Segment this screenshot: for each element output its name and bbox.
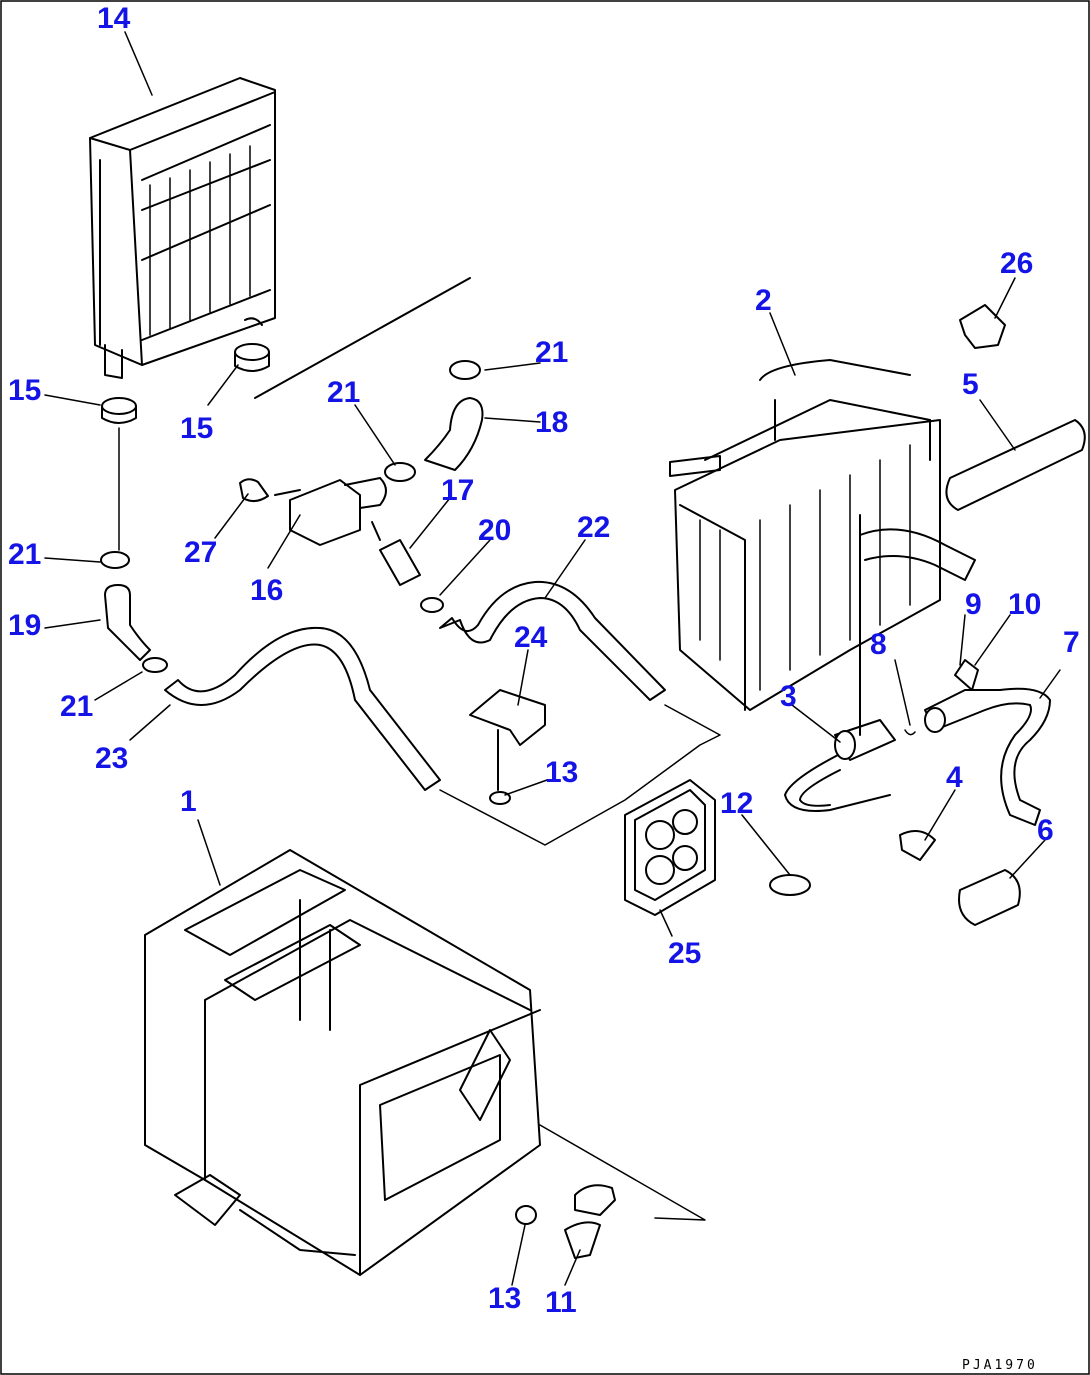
callout-13a: 13 [545, 756, 578, 789]
callout-14: 14 [97, 2, 131, 35]
callout-27: 27 [184, 536, 217, 569]
callout-13b: 13 [488, 1282, 521, 1315]
callout-21d: 21 [535, 336, 568, 369]
callout-21c: 21 [327, 376, 360, 409]
pipe-assembly-part [924, 659, 1051, 826]
insulation-tube-part [945, 419, 1086, 511]
callout-25: 25 [668, 937, 701, 970]
grommet-part [101, 343, 270, 424]
oring-part [904, 729, 916, 736]
heater-core-part [89, 77, 276, 379]
hose-23-part [164, 626, 441, 791]
callout-10: 10 [1008, 588, 1041, 621]
clamp-part [449, 360, 481, 380]
callout-7: 7 [1063, 626, 1080, 659]
expansion-valve-part [784, 719, 896, 812]
callout-17: 17 [441, 474, 474, 507]
clamp-part [899, 830, 936, 861]
control-block-part [624, 779, 716, 916]
callout-9: 9 [965, 588, 982, 621]
callout-20: 20 [478, 514, 511, 547]
callout-16: 16 [250, 574, 283, 607]
callout-23: 23 [95, 742, 128, 775]
callout-11: 11 [545, 1286, 577, 1319]
callout-8: 8 [870, 628, 887, 661]
hose-18-part [424, 397, 484, 471]
callout-3: 3 [780, 680, 797, 713]
connection-line [539, 1124, 706, 1221]
callout-15b: 15 [180, 412, 213, 445]
callout-22: 22 [577, 511, 610, 544]
callout-5: 5 [962, 368, 979, 401]
callout-24: 24 [514, 621, 548, 654]
callout-1: 1 [180, 785, 197, 818]
unit-case-part [144, 849, 541, 1276]
connection-line [439, 704, 721, 846]
clamp-part [420, 597, 444, 613]
callout-2: 2 [755, 284, 772, 317]
frame-edge-line [254, 277, 471, 399]
clamp-part [769, 874, 811, 896]
hose-19-part [104, 584, 151, 661]
callout-labels: 14 15 15 21 19 21 23 21 21 18 17 20 22 2… [8, 2, 1080, 1319]
bolt-clamp-part [515, 1184, 616, 1259]
clamp-part [100, 551, 168, 673]
evaporator-part [669, 359, 976, 736]
callout-12: 12 [720, 787, 753, 820]
water-valve-part [239, 462, 421, 586]
callout-21a: 21 [8, 538, 41, 571]
clip-part [959, 304, 1006, 349]
callout-18: 18 [535, 406, 568, 439]
callout-26: 26 [1000, 247, 1033, 280]
callout-15a: 15 [8, 374, 41, 407]
callout-19: 19 [8, 609, 41, 642]
callout-21b: 21 [60, 690, 93, 723]
drawing-code: PJA1970 [962, 1358, 1038, 1373]
callout-6: 6 [1037, 814, 1054, 847]
callout-4: 4 [946, 761, 963, 794]
leader-lines [44, 31, 1061, 1286]
hose-22-part [439, 580, 666, 701]
